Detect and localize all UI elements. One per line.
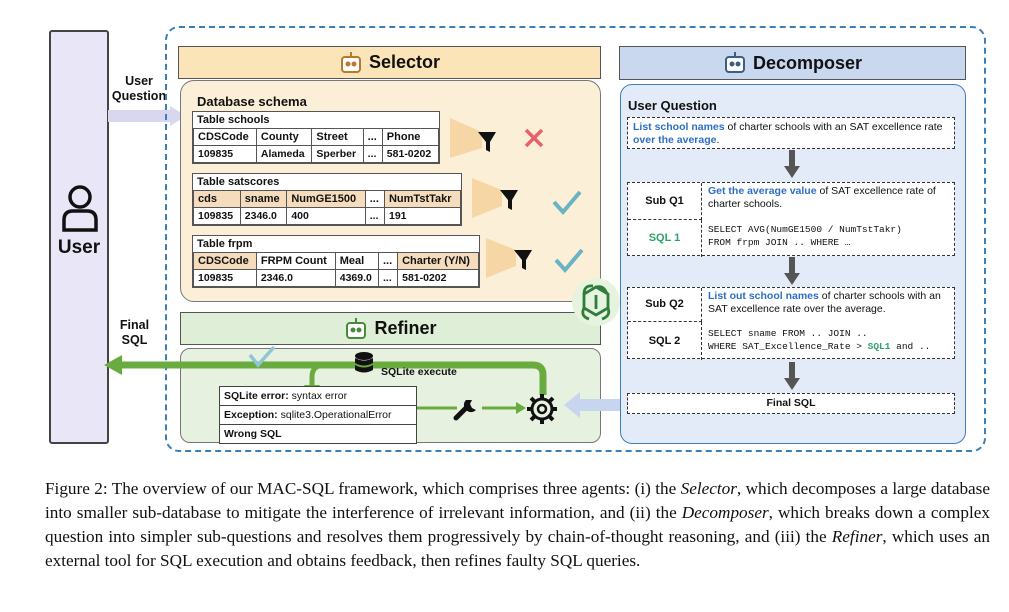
user-question-title: User Question	[628, 98, 717, 113]
sub-q1-box: Sub Q1 Get the average value of SAT exce…	[627, 182, 955, 257]
user-label: User	[57, 237, 101, 258]
check-icon	[248, 345, 276, 368]
column-header: NumTstTakr	[383, 190, 462, 208]
table-cell: 4369.0	[334, 269, 380, 287]
robot-icon	[724, 52, 745, 73]
sqlite-execute-label: SQLite execute	[381, 366, 457, 378]
cross-icon	[524, 128, 544, 148]
selector-title: Selector	[368, 52, 441, 72]
sql1-label: SQL 1	[628, 220, 702, 257]
table-cell: Alameda	[255, 145, 313, 163]
column-header: CDSCode	[193, 252, 257, 270]
down-arrow	[784, 257, 800, 285]
column-header: Street	[311, 128, 364, 146]
refiner-loop-arrows	[104, 345, 547, 397]
user-icon	[62, 185, 98, 232]
sub-q2-text: List out school names of charter schools…	[708, 290, 941, 315]
error-arrow	[417, 406, 457, 410]
decomposer-to-refiner-arrow	[564, 392, 624, 418]
schema-filters	[450, 118, 584, 278]
table-cell: 581-0202	[381, 145, 440, 163]
column-header: NumGE1500	[286, 190, 366, 208]
sql2-label: SQL 2	[628, 322, 702, 360]
error-line: Exception: sqlite3.OperationalError	[220, 406, 416, 425]
column-header: cds	[193, 190, 241, 208]
table-cell: 400	[286, 207, 366, 225]
column-header: ...	[364, 190, 385, 208]
column-header: County	[255, 128, 313, 146]
down-arrow	[784, 362, 800, 390]
column-header: CDSCode	[193, 128, 257, 146]
table-caption: Table schools	[197, 114, 270, 126]
table-cell: Sperber	[311, 145, 364, 163]
sub-q1-text: Get the average value of SAT excellence …	[708, 185, 936, 210]
column-header: sname	[239, 190, 288, 208]
llm-logo-icon	[572, 278, 620, 326]
sub-q2-label: Sub Q2	[628, 288, 702, 322]
table-cell: ...	[364, 207, 385, 225]
robot-icon	[340, 51, 361, 73]
sub-q1-label: Sub Q1	[628, 183, 702, 220]
decomposer-title: Decomposer	[752, 52, 863, 73]
table-cell: 109835	[193, 207, 241, 225]
funnel-icon	[486, 238, 532, 278]
error-line: Wrong SQL	[224, 428, 282, 440]
table-caption: Table frpm	[197, 238, 253, 250]
sql2-code: SELECT sname FROM .. JOIN ..WHERE SAT_Ex…	[708, 328, 931, 352]
column-header: ...	[362, 128, 383, 146]
refiner-header: Refiner	[180, 312, 601, 345]
wrench-icon	[453, 400, 476, 421]
check-icon	[554, 248, 584, 274]
table-cell: 109835	[193, 269, 257, 287]
final-sql-label: Final SQL	[119, 318, 150, 347]
table-cell: ...	[362, 145, 383, 163]
column-header: FRPM Count	[255, 252, 336, 270]
sql1-code: SELECT AVG(NumGE1500 / NumTstTakr)FROM f…	[708, 224, 902, 248]
funnel-icon	[450, 118, 496, 158]
table-cell: 2346.0	[255, 269, 336, 287]
question-box: List school names of charter schools wit…	[627, 117, 955, 149]
gear-icon	[527, 394, 557, 424]
table-cell: ...	[377, 269, 399, 287]
final-sql-box: Final SQL	[627, 393, 955, 414]
user-column: User	[49, 30, 109, 444]
decomposer-header: Decomposer	[619, 46, 966, 80]
sub-q2-box: Sub Q2 List out school names of charter …	[627, 287, 955, 360]
error-line: SQLite error: syntax error	[220, 387, 416, 406]
table-cell: 581-0202	[397, 269, 479, 287]
column-header: ...	[377, 252, 399, 270]
table-cell: 109835	[193, 145, 257, 163]
down-arrow	[784, 150, 800, 178]
schema-title: Database schema	[197, 94, 307, 109]
check-icon	[552, 190, 582, 216]
refiner-title: Refiner	[374, 318, 437, 338]
robot-icon	[346, 317, 367, 339]
user-question-label: User Question	[111, 74, 167, 103]
table-frpm: Table frpm CDSCode FRPM Count Meal ... C…	[192, 235, 480, 288]
table-satscores: Table satscores cds sname NumGE1500 ... …	[192, 173, 462, 226]
selector-header: Selector	[178, 46, 601, 79]
framework-frame	[165, 26, 986, 452]
funnel-icon	[472, 178, 518, 218]
table-cell: 2346.0	[239, 207, 288, 225]
figure-caption: Figure 2: The overview of our MAC-SQL fr…	[45, 479, 990, 570]
column-header: Meal	[334, 252, 380, 270]
column-header: Phone	[381, 128, 440, 146]
error-box: SQLite error: syntax error Exception: sq…	[219, 386, 417, 444]
table-schools: Table schools CDSCode County Street ... …	[192, 111, 440, 164]
database-icon	[355, 352, 373, 373]
tool-arrow	[482, 402, 526, 414]
table-caption: Table satscores	[197, 176, 280, 188]
table-cell: 191	[383, 207, 462, 225]
